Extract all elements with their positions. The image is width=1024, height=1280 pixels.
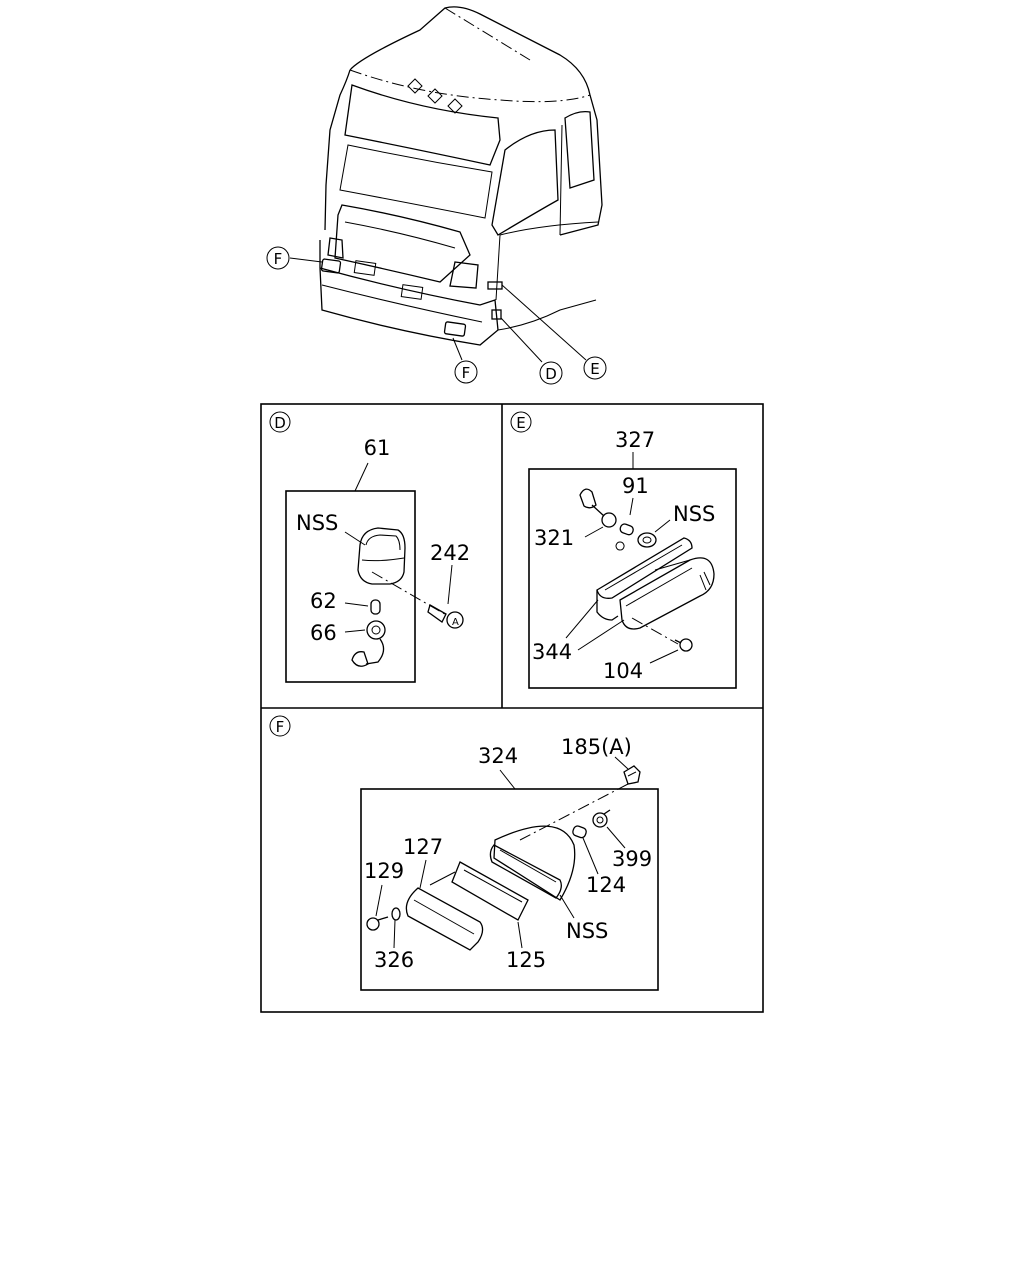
callout-e-letter: E xyxy=(590,360,599,378)
callout-f-upper xyxy=(266,246,290,270)
turn-signal-lens xyxy=(619,557,715,630)
screw-242: A xyxy=(427,604,464,629)
label-nss-e: NSS xyxy=(673,502,715,526)
callout-d-letter: D xyxy=(545,365,557,383)
label-62: 62 xyxy=(310,589,337,613)
label-321: 321 xyxy=(534,526,574,550)
callout-f-upper-letter: F xyxy=(274,250,283,268)
bulb-62 xyxy=(370,599,381,615)
label-127: 127 xyxy=(403,835,443,859)
callout-f-lower-letter: F xyxy=(462,364,471,382)
fog-lamp-housing xyxy=(489,825,576,901)
svg-text:A: A xyxy=(452,617,459,628)
panel-f-marker xyxy=(269,715,291,737)
panel-e-marker xyxy=(510,411,532,433)
label-125: 125 xyxy=(506,948,546,972)
label-185a: 185(A) xyxy=(561,735,632,759)
panel-e: E 327 91 NSS 321 xyxy=(510,411,737,689)
label-324: 324 xyxy=(478,744,518,768)
label-104: 104 xyxy=(603,659,643,683)
fog-lamp-lens xyxy=(405,887,484,951)
label-129: 129 xyxy=(364,859,404,883)
label-326: 326 xyxy=(374,948,414,972)
panel-f: F 324 185(A) 399 124 xyxy=(269,715,659,991)
screw-129 xyxy=(366,916,389,931)
panel-d-marker xyxy=(269,411,291,433)
label-61: 61 xyxy=(364,436,391,460)
label-nss-d: NSS xyxy=(296,511,338,535)
bulb-124 xyxy=(572,825,587,839)
screw-104 xyxy=(674,638,693,652)
detail-frame xyxy=(260,403,764,1013)
label-124: 124 xyxy=(586,873,626,897)
socket-66 xyxy=(351,620,386,667)
callout-e xyxy=(583,356,607,380)
gasket-nss xyxy=(637,532,657,548)
side-marker-lamp xyxy=(357,527,406,585)
label-242: 242 xyxy=(430,541,470,565)
label-nss-f: NSS xyxy=(566,919,608,943)
panel-d-title: D xyxy=(274,414,286,432)
callout-d xyxy=(539,361,563,385)
label-327: 327 xyxy=(615,428,655,452)
socket-399 xyxy=(592,809,611,828)
panel-d: D 61 NSS A 242 62 66 xyxy=(269,411,470,683)
socket-321 xyxy=(579,488,617,528)
truck-cab-illustration: F F D E xyxy=(266,6,607,385)
label-344: 344 xyxy=(532,640,572,664)
washer-326 xyxy=(391,907,401,921)
callout-f-lower xyxy=(454,360,478,384)
panel-f-title: F xyxy=(276,718,285,736)
label-66: 66 xyxy=(310,621,337,645)
bulb-91 xyxy=(619,523,634,536)
label-91: 91 xyxy=(622,474,649,498)
clip-185 xyxy=(623,765,641,785)
gasket-frame xyxy=(451,861,529,921)
panel-e-title: E xyxy=(516,414,525,432)
housing-344 xyxy=(596,537,693,621)
label-399: 399 xyxy=(612,847,652,871)
